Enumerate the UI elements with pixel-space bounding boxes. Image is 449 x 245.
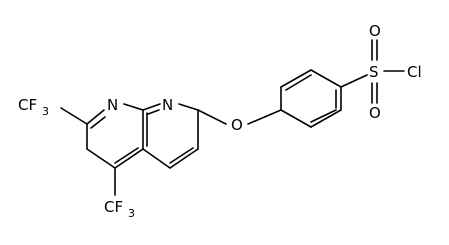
cf3-group-left: CF 3 xyxy=(18,96,49,118)
bond-from-ether-o xyxy=(247,109,282,125)
naphthyridine-right-ring xyxy=(142,103,199,169)
bond xyxy=(310,109,342,128)
bond-to-cf3-left xyxy=(60,107,88,125)
ether-oxygen-label: O xyxy=(231,116,243,134)
bond xyxy=(142,103,161,111)
bond xyxy=(310,69,342,88)
bond xyxy=(280,69,312,88)
bond xyxy=(280,109,312,128)
bond-to-ether-o xyxy=(197,109,227,125)
bond xyxy=(123,103,144,111)
cf3-left-subscript: 3 xyxy=(42,105,49,118)
bond xyxy=(142,148,171,169)
benzene-ring xyxy=(280,69,342,128)
naphthyridine-left-ring xyxy=(86,103,144,169)
cf3-bottom-label: CF xyxy=(104,198,123,216)
bond xyxy=(86,148,116,169)
double-bond xyxy=(310,109,337,123)
double-bond xyxy=(114,147,139,164)
sulfonyl-oxygen-bottom-label: O xyxy=(369,104,381,122)
double-bond xyxy=(147,109,160,115)
cf3-bottom-subscript: 3 xyxy=(128,207,135,220)
cf3-group-bottom: CF 3 xyxy=(104,198,135,220)
bond xyxy=(86,109,105,125)
double-bond xyxy=(169,147,194,164)
double-bond xyxy=(90,116,106,129)
cf3-left-label: CF xyxy=(18,96,37,114)
bond xyxy=(169,148,199,169)
double-bond xyxy=(285,74,312,91)
nitrogen-label-left: N xyxy=(107,96,118,114)
sulfur-label: S xyxy=(369,63,379,81)
nitrogen-label-right: N xyxy=(162,96,173,114)
chlorine-label: Cl xyxy=(407,63,422,81)
bond xyxy=(114,148,144,169)
bond-to-sulfur xyxy=(340,74,368,88)
sulfonyl-oxygen-top-label: O xyxy=(369,22,381,40)
bond xyxy=(178,103,199,111)
